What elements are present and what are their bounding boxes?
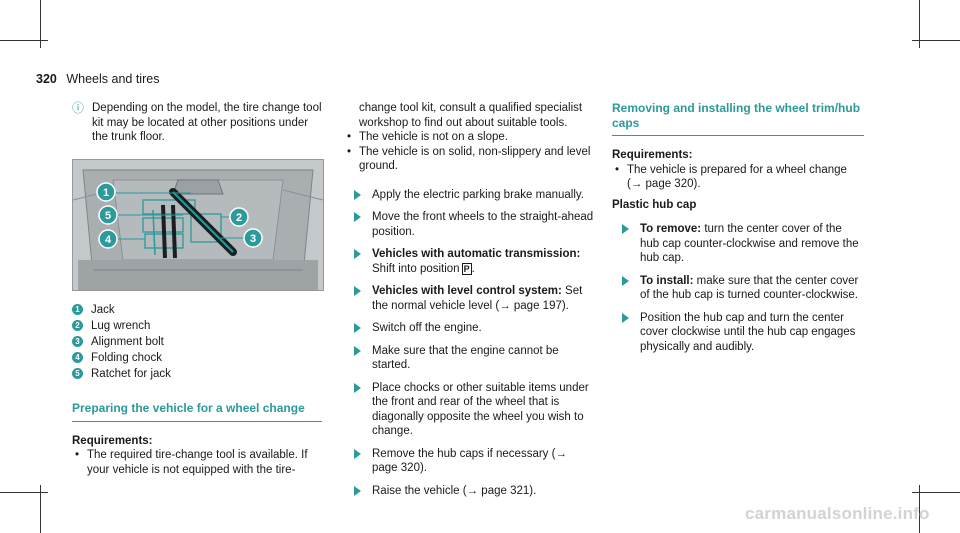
legend-item: 2 Lug wrench	[72, 319, 322, 334]
trunk-illustration-svg: 1 5 4 2 3	[73, 159, 323, 290]
step-item: To remove: turn the center cover of the …	[612, 222, 864, 266]
legend-item: 5 Ratchet for jack	[72, 367, 322, 382]
step-text: Make sure that the engine cannot be star…	[372, 344, 559, 372]
figure-callout-4: 4	[105, 234, 112, 246]
legend-label: Ratchet for jack	[91, 367, 171, 380]
step-arrow-icon	[354, 382, 361, 393]
step-item: Remove the hub caps if necessary (→ page…	[344, 447, 594, 476]
info-note: ⓘ Depending on the model, the tire chang…	[72, 101, 322, 145]
step-text: Position the hub cap and turn the center…	[640, 311, 856, 353]
step-item: To install: make sure that the center co…	[612, 274, 864, 303]
crop-mark	[0, 492, 48, 493]
legend-number: 4	[72, 352, 83, 364]
legend-item: 3 Alignment bolt	[72, 335, 322, 350]
step-text: Apply the electric parking brake manuall…	[372, 188, 585, 201]
note-text: Depending on the model, the tire change …	[92, 102, 322, 143]
figure-callout-2: 2	[236, 212, 242, 224]
figure-callout-5: 5	[105, 210, 111, 222]
subsection-heading: Plastic hub cap	[612, 198, 697, 211]
legend-item: 4 Folding chock	[72, 351, 322, 366]
step-condition: To install:	[640, 274, 694, 287]
page-header: 320 Wheels and tires	[36, 72, 159, 86]
trunk-tool-kit-illustration: 1 5 4 2 3	[72, 158, 324, 291]
legend-item: 1 Jack	[72, 303, 322, 318]
page-title: Wheels and tires	[66, 72, 160, 86]
requirement-item: The vehicle is on solid, non-slippery an…	[344, 145, 594, 174]
step-item: Vehicles with automatic transmission: Shi…	[344, 247, 594, 276]
figure-callout-3: 3	[250, 233, 256, 245]
legend-number: 1	[72, 304, 83, 316]
crop-mark	[0, 40, 48, 41]
step-condition: Vehicles with automatic transmission:	[372, 248, 581, 260]
step-arrow-icon	[354, 249, 361, 259]
step-text: make sure that the center cover of the h…	[640, 274, 859, 302]
legend-number: 5	[72, 368, 83, 380]
step-item: Switch off the engine.	[344, 321, 594, 336]
column-left: ⓘ Depending on the model, the tire chang…	[72, 101, 324, 477]
step-arrow-icon	[354, 448, 361, 459]
crop-mark	[912, 40, 960, 41]
step-condition: Vehicles with level control system:	[372, 285, 562, 297]
park-position-symbol: P	[461, 262, 472, 275]
step-text: Move the front wheels to the straight-ah…	[372, 211, 594, 238]
requirement-item: The vehicle is prepared for a wheel chan…	[612, 163, 864, 192]
requirement-item: The required tire-change tool is availab…	[72, 448, 322, 477]
watermark: carmanualsonline.info	[745, 504, 930, 523]
step-item: Apply the electric parking brake manuall…	[344, 188, 594, 203]
page-number: 320	[36, 72, 57, 86]
step-condition: To remove:	[640, 223, 702, 235]
step-arrow-icon	[354, 286, 361, 296]
step-item: Make sure that the engine cannot be star…	[344, 344, 594, 373]
step-item: Move the front wheels to the straight-ah…	[344, 210, 594, 239]
legend-label: Jack	[91, 303, 115, 316]
step-text: Shift into position	[372, 262, 460, 275]
figure-callout-1: 1	[103, 187, 109, 199]
crop-mark	[919, 485, 920, 533]
crop-mark	[912, 492, 960, 493]
requirements-heading: Requirements:	[72, 434, 153, 447]
step-arrow-icon	[354, 485, 361, 496]
step-item: Vehicles with level control system: Set …	[344, 284, 594, 313]
figure-legend: 1 Jack 2 Lug wrench 3 Alignment bolt 4 Foldi…	[72, 303, 322, 382]
step-arrow-icon	[354, 345, 361, 356]
step-text: Switch off the engine.	[372, 322, 482, 334]
requirement-item: The vehicle is not on a slope.	[344, 130, 594, 145]
step-arrow-icon	[622, 275, 629, 286]
step-text: Set the normal vehicle level (→ page 197…	[372, 285, 583, 312]
step-arrow-icon	[354, 189, 361, 200]
step-text: Place chocks or other suitable items und…	[372, 381, 589, 438]
legend-number: 2	[72, 320, 83, 332]
crop-mark	[40, 485, 41, 533]
crop-mark	[40, 0, 41, 48]
legend-label: Alignment bolt	[91, 335, 164, 348]
step-arrow-icon	[354, 212, 361, 222]
section-title-preparing: Preparing the vehicle for a wheel change	[72, 401, 322, 422]
step-item: Position the hub cap and turn the center…	[612, 311, 864, 355]
legend-number: 3	[72, 336, 83, 348]
column-middle: change tool kit, consult a qualified spe…	[344, 101, 594, 498]
step-item: Place chocks or other suitable items und…	[344, 381, 594, 439]
step-arrow-icon	[622, 224, 629, 234]
step-arrow-icon	[354, 323, 361, 333]
legend-label: Lug wrench	[91, 319, 151, 332]
info-icon: ⓘ	[72, 101, 85, 115]
crop-mark	[919, 0, 920, 48]
step-arrow-icon	[622, 312, 629, 323]
step-item: Raise the vehicle (→ page 321).	[344, 484, 594, 499]
step-text: Raise the vehicle (→ page 321).	[372, 484, 537, 497]
step-text: Remove the hub caps if necessary (→ page…	[372, 447, 567, 475]
requirement-continued: change tool kit, consult a qualified spe…	[359, 102, 583, 129]
column-right: Removing and installing the wheel trim/h…	[612, 101, 864, 354]
requirements-heading: Requirements:	[612, 149, 693, 161]
step-text: turn the center cover of the hub cap cou…	[640, 223, 859, 264]
legend-label: Folding chock	[91, 351, 162, 364]
section-title-hub-caps: Removing and installing the wheel trim/h…	[612, 101, 864, 136]
